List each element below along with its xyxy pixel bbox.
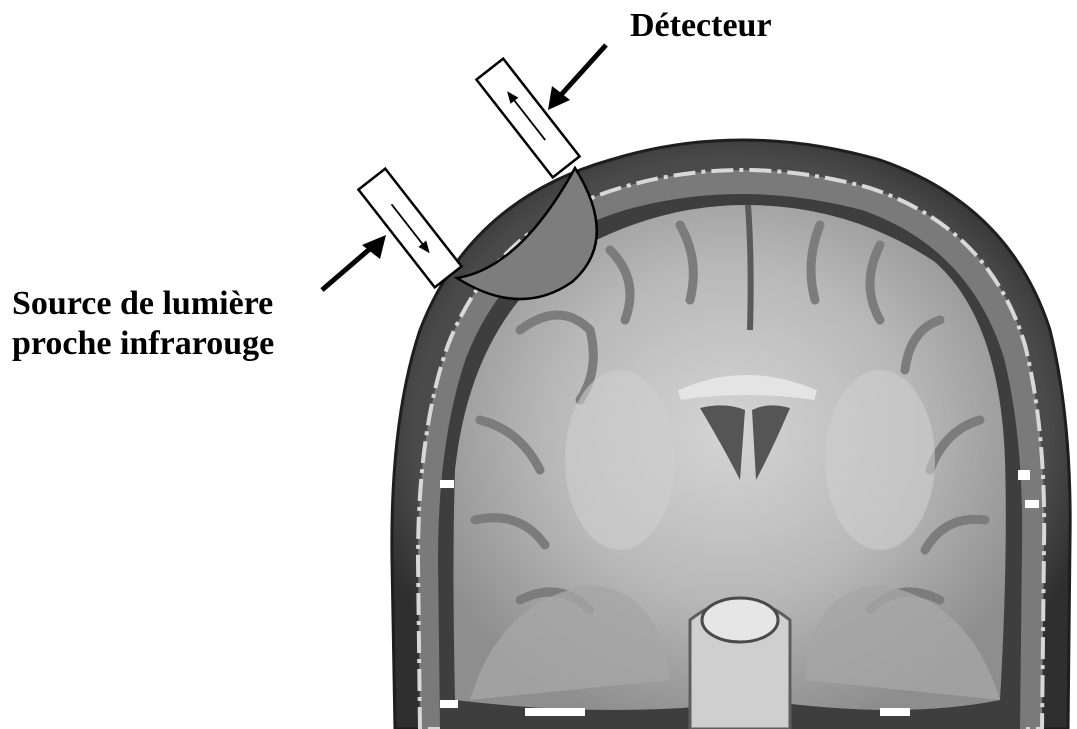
detector-label: Détecteur	[630, 6, 772, 46]
arrow-icon	[322, 235, 386, 290]
source-label-line1: Source de lumière	[12, 284, 274, 324]
white-matter-right	[825, 370, 935, 550]
detector-probe	[476, 59, 579, 178]
source-probe	[358, 169, 461, 288]
source-label-line2: proche infrarouge	[12, 324, 274, 364]
arrow-icon	[548, 45, 606, 110]
mri-brain-slice	[392, 140, 1070, 729]
source-label: Source de lumière proche infrarouge	[12, 284, 274, 364]
pons	[702, 598, 778, 642]
interhemispheric-fissure	[748, 205, 751, 330]
white-matter-left	[565, 370, 675, 550]
